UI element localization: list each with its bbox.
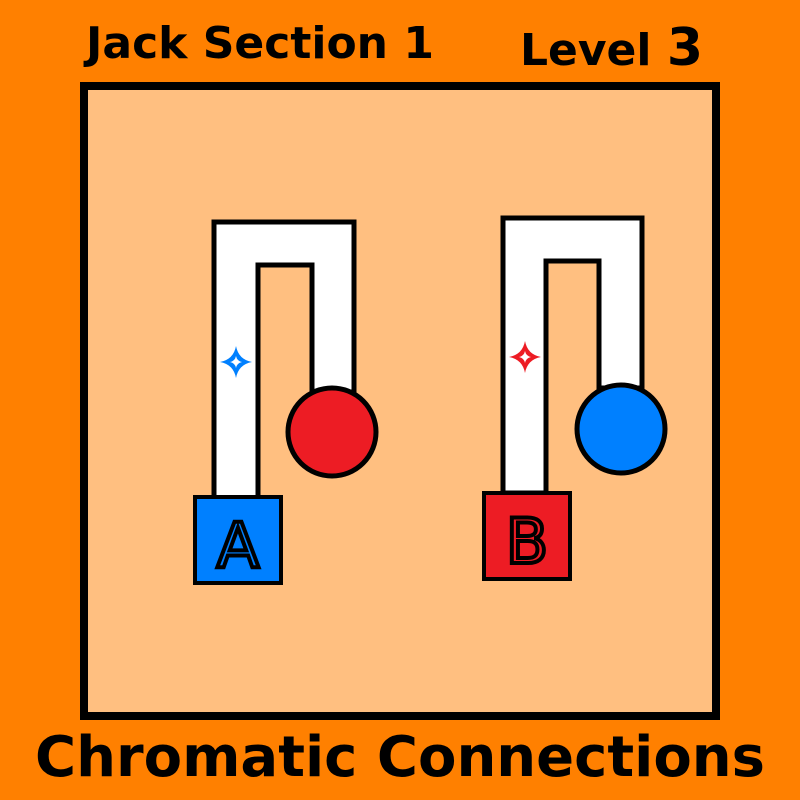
box-b[interactable] bbox=[482, 491, 572, 581]
level-number: 3 bbox=[666, 18, 703, 78]
puzzle-b: B bbox=[482, 215, 668, 581]
ball-b[interactable] bbox=[574, 382, 668, 476]
section-title: Jack Section 1 bbox=[86, 18, 434, 69]
ball-a[interactable] bbox=[285, 385, 379, 479]
sparkle-icon-b bbox=[509, 341, 541, 373]
level-word: Level bbox=[520, 25, 652, 76]
box-a[interactable] bbox=[193, 495, 283, 585]
game-title: Chromatic Connections bbox=[35, 725, 765, 790]
puzzle-a: A bbox=[193, 219, 379, 585]
level-label: Level 3 bbox=[520, 22, 703, 74]
box-a-label: A bbox=[217, 509, 259, 582]
pipe-b[interactable] bbox=[500, 215, 645, 496]
box-b-label: B bbox=[506, 505, 549, 578]
sparkle-icon-a bbox=[220, 346, 252, 378]
